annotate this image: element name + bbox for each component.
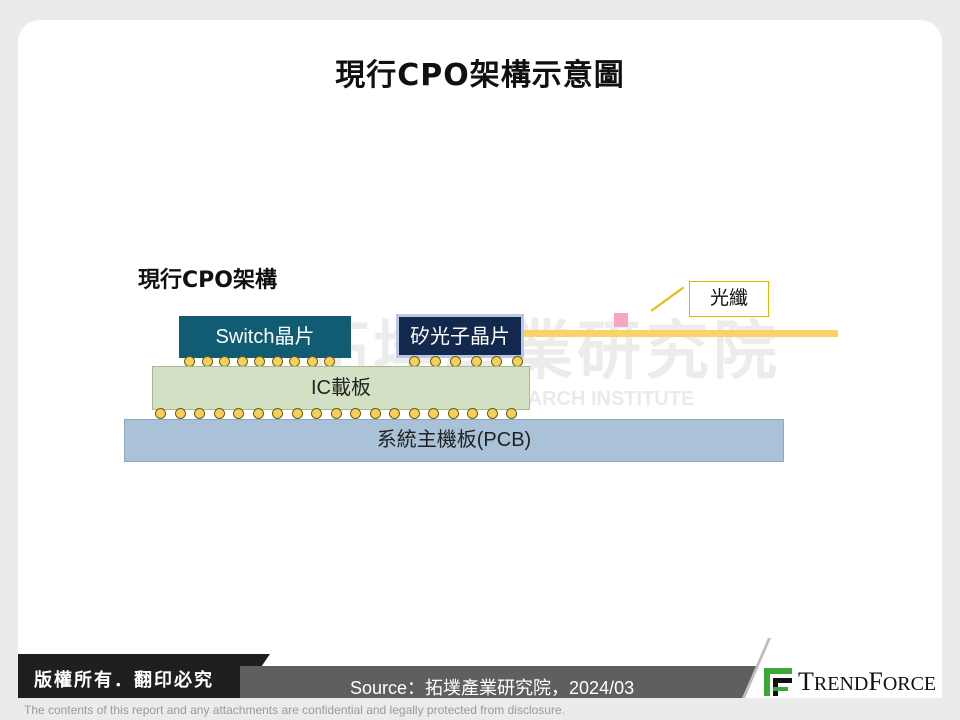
page-title: 現行CPO架構示意圖: [335, 58, 625, 93]
fiber-callout-label: 光纖: [689, 281, 769, 317]
solder-ball: [428, 408, 439, 419]
solder-ball: [506, 408, 517, 419]
confidentiality-disclaimer: The contents of this report and any atta…: [24, 703, 565, 717]
solder-ball: [155, 408, 166, 419]
switch-chip: Switch晶片: [179, 316, 351, 358]
diagram-subtitle: 現行CPO架構: [138, 268, 277, 293]
footer-source-panel: [240, 666, 760, 698]
solder-ball: [272, 408, 283, 419]
solder-ball: [447, 408, 459, 419]
watermark-square: [614, 313, 628, 327]
silicon-photonic-chip: 矽光子晶片: [396, 314, 524, 358]
solder-ball: [194, 408, 205, 419]
trendforce-logo-text: TRENDFORCE: [798, 667, 937, 696]
solder-ball: [291, 408, 303, 419]
solder-ball: [350, 408, 361, 419]
trendforce-logo-icon: [764, 668, 792, 696]
ic-substrate: IC載板: [152, 366, 530, 410]
solder-ball: [486, 408, 498, 419]
solder-ball: [467, 408, 478, 419]
pcb-mainboard: 系統主機板(PCB): [124, 419, 784, 462]
optical-fiber: [524, 330, 838, 337]
solder-ball: [408, 408, 420, 419]
solder-ball: [389, 408, 400, 419]
solder-ball: [252, 408, 264, 419]
copyright-notice: 版權所有．翻印必究: [34, 670, 214, 691]
source-citation: Source：拓墣產業研究院，2024/03: [350, 678, 635, 698]
solder-ball: [311, 408, 322, 419]
solder-ball: [213, 408, 225, 419]
solder-ball: [233, 408, 244, 419]
footer-copyright-panel: [18, 654, 270, 698]
solder-ball: [330, 408, 342, 419]
solder-ball: [369, 408, 381, 419]
solder-ball: [174, 408, 186, 419]
